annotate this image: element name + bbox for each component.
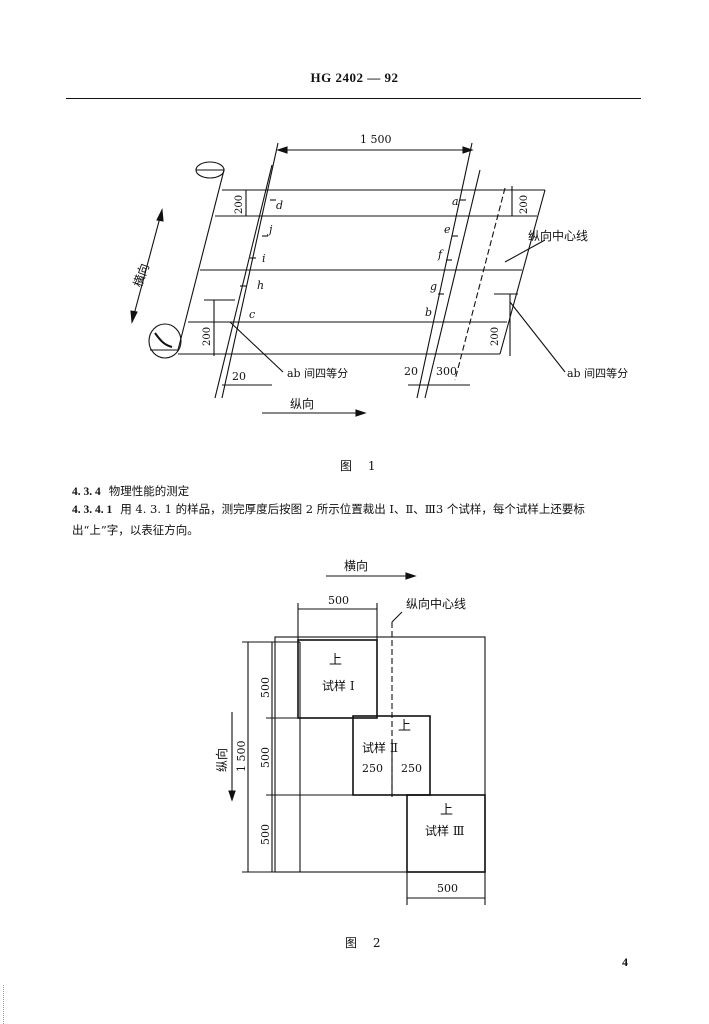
figure-1-caption: 图 1 (340, 459, 382, 473)
fig1-label-center-line: 纵向中心线 (528, 228, 588, 243)
roll-body (150, 169, 225, 351)
header-rule (66, 98, 641, 99)
fig1-point-i: i (262, 252, 266, 265)
fig1-label-longitudinal: 纵向 (290, 396, 314, 411)
fig1-dim-20-left: 20 (232, 370, 246, 383)
fig2-dim-500-v2: 500 (259, 747, 272, 768)
fig2-dim-250-left: 250 (362, 762, 383, 775)
fig2-dim-500-top: 500 (328, 594, 349, 607)
section-heading-text: 物理性能的测定 (108, 484, 190, 498)
section-heading-number: 4. 3. 4 (72, 486, 101, 498)
fig2-dim-500-v1: 500 (259, 677, 272, 698)
fig2-specimen-2-label: 试样 Ⅱ (362, 740, 398, 755)
fig2-specimen-1-label: 试样 Ⅰ (322, 678, 355, 693)
fig2-dim-1500: 1 500 (235, 741, 248, 773)
section-heading: 4. 3. 4 物理性能的测定 (72, 481, 189, 502)
page-number: 4 (622, 955, 628, 969)
fig2-up-label-2: 上 (398, 719, 411, 734)
fig1-dim-20-right: 20 (404, 365, 418, 378)
fig1-point-g: g (430, 280, 437, 293)
sheet-outline (274, 636, 486, 873)
fig1-point-b: b (425, 306, 432, 319)
fig2-specimen-3-label: 试样 Ⅲ (425, 823, 464, 838)
specimen-1-box (297, 639, 378, 719)
sheet-right-edge (499, 189, 546, 355)
fig2-dim-500-v3: 500 (259, 824, 272, 845)
fig1-point-j: j (266, 223, 273, 236)
figure-2-diagram: 横向 500 纵向中心线 上 试样 Ⅰ 上 试样 Ⅱ 250 250 上 试样 … (214, 558, 486, 905)
fig1-point-a: a (452, 195, 459, 208)
fig1-point-h: h (257, 279, 264, 292)
fig1-dim-200-top-right: 200 (519, 195, 530, 214)
fig1-point-c: c (249, 308, 255, 321)
left-line-1 (221, 142, 279, 399)
fig2-label-longitudinal: 纵向 (214, 748, 229, 772)
fig1-label-transverse: 横向 (130, 261, 152, 289)
left-line-2 (214, 164, 273, 399)
fig1-dim-200-top-left: 200 (234, 195, 245, 214)
fig1-point-e: e (444, 223, 451, 236)
fig1-dim-1500: 1 500 (360, 133, 392, 146)
fig1-label-ab-right: ab 间四等分 (567, 366, 628, 380)
scan-edge-marks (3, 985, 6, 1024)
fig2-label-center-line: 纵向中心线 (406, 596, 466, 611)
fig2-dim-500-bottom: 500 (437, 882, 458, 895)
standard-header: HG 2402 — 92 (310, 70, 399, 85)
fig1-label-ab-left: ab 间四等分 (287, 366, 348, 380)
figure-1-diagram: 1 500 200 200 200 200 20 20 300 横向 纵向 纵向… (130, 133, 628, 417)
roll-top (195, 161, 225, 179)
fig1-dim-300: 300 (436, 365, 457, 378)
specimen-3-box (406, 794, 486, 873)
roll-end (148, 323, 182, 359)
fig2-dim-250-right: 250 (401, 762, 422, 775)
paragraph-number: 4. 3. 4. 1 (72, 504, 113, 516)
paragraph-text: 用 4. 3. 1 的样品，测完厚度后按图 2 所示位置裁出 Ⅰ、Ⅱ、Ⅲ3 个试… (72, 502, 585, 537)
fig1-dim-200-bottom-left: 200 (202, 327, 213, 346)
fig2-label-transverse: 横向 (344, 558, 368, 573)
fig2-up-label-3: 上 (440, 803, 453, 818)
right-line-1 (416, 142, 473, 399)
right-line-2 (424, 169, 481, 399)
fig1-point-f: f (437, 248, 444, 261)
figure-2-caption: 图 2 (345, 936, 387, 950)
fig1-dim-200-bottom-right: 200 (490, 327, 501, 346)
fig2-up-label-1: 上 (329, 653, 342, 668)
fig1-point-d: d (276, 199, 283, 212)
